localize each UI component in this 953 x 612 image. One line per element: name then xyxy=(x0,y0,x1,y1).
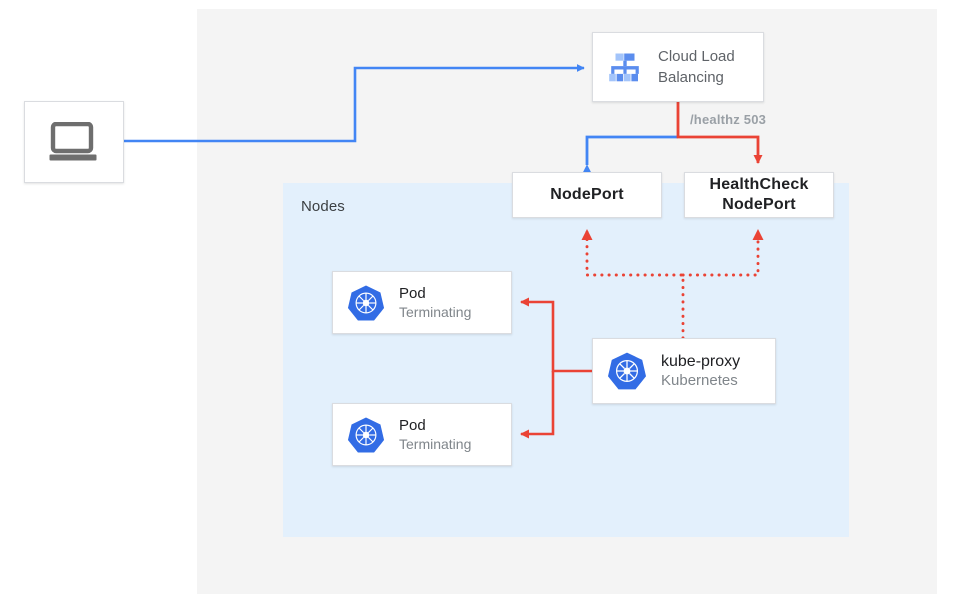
kube-proxy-node: kube-proxy Kubernetes xyxy=(592,338,776,404)
pod-node-1: Pod Terminating xyxy=(332,271,512,334)
kubernetes-logo-icon xyxy=(347,417,385,452)
kubernetes-logo-icon xyxy=(347,285,385,320)
healthcheck-nodeport-node: HealthCheck NodePort xyxy=(684,172,834,218)
cloud-load-balancing-label: Cloud Load Balancing xyxy=(658,46,735,88)
pod-node-1-title: Pod xyxy=(399,284,426,302)
cloud-load-balancing-icon xyxy=(609,53,639,82)
cloud-load-balancing-label-line1: Cloud Load xyxy=(658,48,735,65)
kubernetes-logo-icon xyxy=(608,352,646,390)
pod-node-2-title: Pod xyxy=(399,416,426,434)
nodes-region-label: Nodes xyxy=(301,198,345,215)
pod-node-1-subtitle: Terminating xyxy=(399,303,472,320)
healthcheck-nodeport-label-line1: HealthCheck xyxy=(709,176,809,193)
kube-proxy-text: kube-proxy Kubernetes xyxy=(661,352,740,390)
pod-node-2-text: Pod Terminating xyxy=(399,416,471,454)
pod-node-2-subtitle: Terminating xyxy=(399,435,472,452)
kube-proxy-title: kube-proxy xyxy=(661,353,741,370)
cloud-load-balancing-label-line2: Balancing xyxy=(658,69,724,86)
nodeport-node: NodePort xyxy=(512,172,662,218)
pod-node-2: Pod Terminating xyxy=(332,403,512,466)
nodeport-label: NodePort xyxy=(550,186,624,203)
laptop-icon xyxy=(49,122,97,161)
healthcheck-nodeport-label-line2: NodePort xyxy=(722,196,796,213)
healthz-503-label: /healthz 503 xyxy=(690,112,767,127)
pod-node-1-text: Pod Terminating xyxy=(399,284,471,322)
cloud-load-balancing-node: Cloud Load Balancing xyxy=(592,32,764,102)
kube-proxy-subtitle: Kubernetes xyxy=(661,372,738,389)
client-node xyxy=(24,101,124,183)
